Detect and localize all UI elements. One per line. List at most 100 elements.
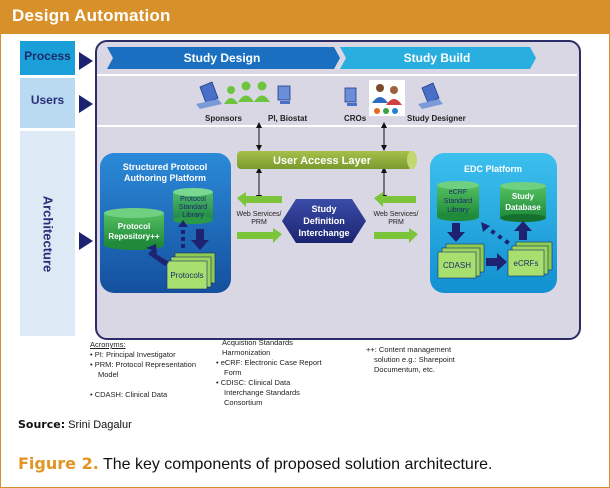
acronym-item: Form xyxy=(224,368,242,377)
figure-title: Design Automation xyxy=(12,6,171,25)
web-services-left-line1: Web Services/ xyxy=(237,211,282,218)
arrow-down-icon xyxy=(381,145,387,151)
acronym-item: ++: Content management xyxy=(366,345,452,354)
protocols-document-stack xyxy=(166,252,216,290)
ecrf-library-line3: Library xyxy=(447,207,469,214)
web-services-left-line2: PRM xyxy=(251,219,267,226)
protocol-standard-library-db xyxy=(173,188,213,224)
people-browsers-icon xyxy=(369,80,405,116)
acronym-item: • CDASH: Clinical Data xyxy=(90,390,168,399)
laptop-icon xyxy=(196,81,222,109)
acronym-item: solution e.g.: Sharepoint xyxy=(374,355,455,364)
user-access-layer-cap xyxy=(407,151,417,169)
acronyms-col1: Acronyms: • PI: Principal Investigator •… xyxy=(90,340,196,400)
separator-users-architecture xyxy=(97,125,577,127)
protocol-library-line3: Library xyxy=(182,212,204,219)
acronym-item: Consortium xyxy=(224,398,263,407)
source-label: Source: xyxy=(18,418,66,431)
arrow-up-icon xyxy=(256,167,262,173)
acronyms-col2: Acquistion Standards Harmonization • eCR… xyxy=(216,338,322,408)
protocol-repository-line1: Protocol xyxy=(118,222,150,231)
user-study-designer: Study Designer xyxy=(407,114,466,123)
acronyms-title: Acronyms: xyxy=(90,340,126,349)
study-database-line1: Study xyxy=(512,192,535,201)
user-sponsors: Sponsors xyxy=(205,114,242,123)
user-pi-biostat: PI, Biostat xyxy=(268,114,307,123)
arrow-up-icon xyxy=(381,167,387,173)
arrow-up-icon xyxy=(381,122,387,128)
row-pointer-users-icon xyxy=(79,95,93,113)
acronym-item: • CDISC: Clinical Data xyxy=(216,378,291,387)
row-label-process-text: Process xyxy=(24,49,71,63)
source-value: Srini Dagalur xyxy=(65,419,132,431)
row-label-process: Process xyxy=(20,41,75,75)
protocol-library-line2: Standard xyxy=(179,204,208,211)
study-build-chevron xyxy=(340,47,536,69)
connector-arrows xyxy=(258,125,385,198)
arrow-left-icon xyxy=(374,192,416,207)
web-services-right-line2: PRM xyxy=(388,219,404,226)
spap-title-line1: Structured Protocol xyxy=(123,162,208,172)
protocol-repository-line2: Repository++ xyxy=(108,232,159,241)
arrow-left-icon xyxy=(237,192,282,207)
row-pointer-architecture-icon xyxy=(79,232,93,250)
spap-title-line2: Authoring Platform xyxy=(124,173,206,183)
sdi-line2: Definition xyxy=(303,216,345,226)
acronym-item: • PRM: Protocol Representation xyxy=(90,360,197,369)
cdash-label: CDASH xyxy=(443,261,471,270)
ecrf-library-line2: Standard xyxy=(444,198,473,205)
acronym-item: • PI: Principal Investigator xyxy=(90,350,176,359)
arrow-right-icon xyxy=(374,228,418,243)
web-services-right-line1: Web Services/ xyxy=(374,211,419,218)
sdi-line1: Study xyxy=(311,204,336,214)
study-design-label: Study Design xyxy=(184,51,261,65)
acronym-item: Harmonization xyxy=(222,348,271,357)
arrow-down-icon xyxy=(256,145,262,151)
user-access-layer xyxy=(237,151,412,169)
study-build-label: Study Build xyxy=(404,51,471,65)
user-cros: CROs xyxy=(344,114,367,123)
ecrf-library-line1: eCRF xyxy=(449,189,467,196)
arrow-up-icon xyxy=(514,221,532,240)
protocols-label: Protocols xyxy=(170,271,203,280)
dashed-arrow-icon xyxy=(481,222,510,245)
acronym-item: Model xyxy=(98,370,119,379)
user-access-layer-label: User Access Layer xyxy=(273,155,372,167)
study-definition-interchange xyxy=(282,199,366,243)
figure-header: Design Automation xyxy=(0,0,610,34)
cdash-document-stack xyxy=(437,243,485,279)
row-label-architecture: Architecture xyxy=(20,131,75,336)
users-group-icon xyxy=(224,81,270,104)
caption-label: Figure 2. xyxy=(18,454,99,473)
protocol-library-line1: Protocol xyxy=(180,196,206,203)
arrow-up-icon xyxy=(256,122,262,128)
laptop-icon xyxy=(418,82,443,109)
arrow-right-icon xyxy=(237,228,282,243)
row-label-users: Users xyxy=(20,78,75,128)
ecrfs-label: eCRFs xyxy=(514,259,539,268)
acronym-item: Acquistion Standards xyxy=(222,338,293,347)
figure-caption: Figure 2. The key components of proposed… xyxy=(18,454,493,474)
monitor-icon xyxy=(344,87,357,106)
monitor-icon xyxy=(277,85,291,104)
dashed-arrow-icon xyxy=(178,220,188,248)
acronym-item: Interchange Standards xyxy=(224,388,300,397)
acronyms-col3: ++: Content management solution e.g.: Sh… xyxy=(366,345,455,375)
separator-process-users xyxy=(97,74,577,76)
caption-text: The key components of proposed solution … xyxy=(98,456,493,473)
source-line: Source: Srini Dagalur xyxy=(18,418,132,431)
ecrfs-document-stack xyxy=(507,241,553,277)
arrow-down-icon xyxy=(447,223,465,242)
arrow-right-icon xyxy=(486,253,507,271)
row-label-users-text: Users xyxy=(30,93,65,107)
arrow-down-icon xyxy=(191,229,209,250)
arrow-up-left-icon xyxy=(146,244,169,266)
study-database-line2: Database xyxy=(505,203,541,212)
study-database-db xyxy=(500,182,546,222)
sdi-line3: Interchange xyxy=(298,228,349,238)
acronym-item: Documentum, etc. xyxy=(374,365,435,374)
row-pointer-process-icon xyxy=(79,52,93,70)
acronym-item: • eCRF: Electronic Case Report xyxy=(216,358,322,367)
study-design-chevron xyxy=(107,47,340,69)
